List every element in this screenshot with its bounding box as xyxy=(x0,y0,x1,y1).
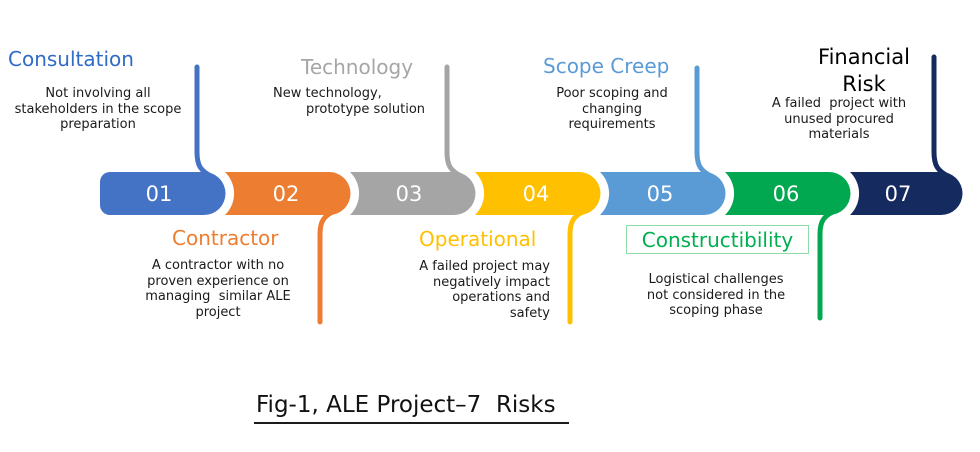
segment-05-shape xyxy=(600,172,726,215)
segment-01-number: 01 xyxy=(146,182,173,206)
step-03-title: Technology xyxy=(301,55,414,79)
figure-caption: Fig-1, ALE Project–7 Risks xyxy=(254,392,569,424)
step-06-description: Logistical challenges not considered in … xyxy=(646,272,786,318)
step-05-title: Scope Creep xyxy=(543,54,670,78)
step-06-title: Constructibility xyxy=(641,227,794,252)
segment-02-shape xyxy=(225,172,351,215)
segment-03-number: 03 xyxy=(396,182,423,206)
segment-01-shape xyxy=(100,172,226,215)
step-03-description: New technology, prototype solution xyxy=(273,86,426,117)
segment-07-number: 07 xyxy=(885,182,912,206)
connector-01 xyxy=(194,64,216,180)
segment-04-shape xyxy=(475,172,601,215)
segment-03-shape xyxy=(350,172,476,215)
segment-06-shape xyxy=(725,172,851,215)
segment-07-shape xyxy=(850,172,963,215)
step-01-title: Consultation xyxy=(8,47,134,71)
connector-02 xyxy=(317,207,340,325)
segment-06-number: 06 xyxy=(773,182,800,206)
connector-07 xyxy=(931,54,953,180)
segment-04-number: 04 xyxy=(523,182,550,206)
segment-02-number: 02 xyxy=(273,182,300,206)
step-06-title-box: Constructibility xyxy=(626,225,809,254)
segment-05-number: 05 xyxy=(647,182,674,206)
connector-06 xyxy=(817,207,840,321)
step-05-description: Poor scoping and changing requirements xyxy=(556,86,668,132)
step-04-title: Operational xyxy=(419,227,537,251)
connector-05 xyxy=(694,65,716,180)
step-02-description: A contractor with no proven experience o… xyxy=(145,258,291,320)
step-04-description: A failed project may negatively impact o… xyxy=(419,259,550,321)
step-07-title: Financial Risk xyxy=(818,45,910,96)
step-02-title: Contractor xyxy=(172,226,279,250)
connector-04 xyxy=(567,207,590,325)
step-01-description: Not involving all stakeholders in the sc… xyxy=(14,86,182,132)
connector-03 xyxy=(444,64,466,180)
step-07-description: A failed project with unused procured ma… xyxy=(771,96,907,142)
